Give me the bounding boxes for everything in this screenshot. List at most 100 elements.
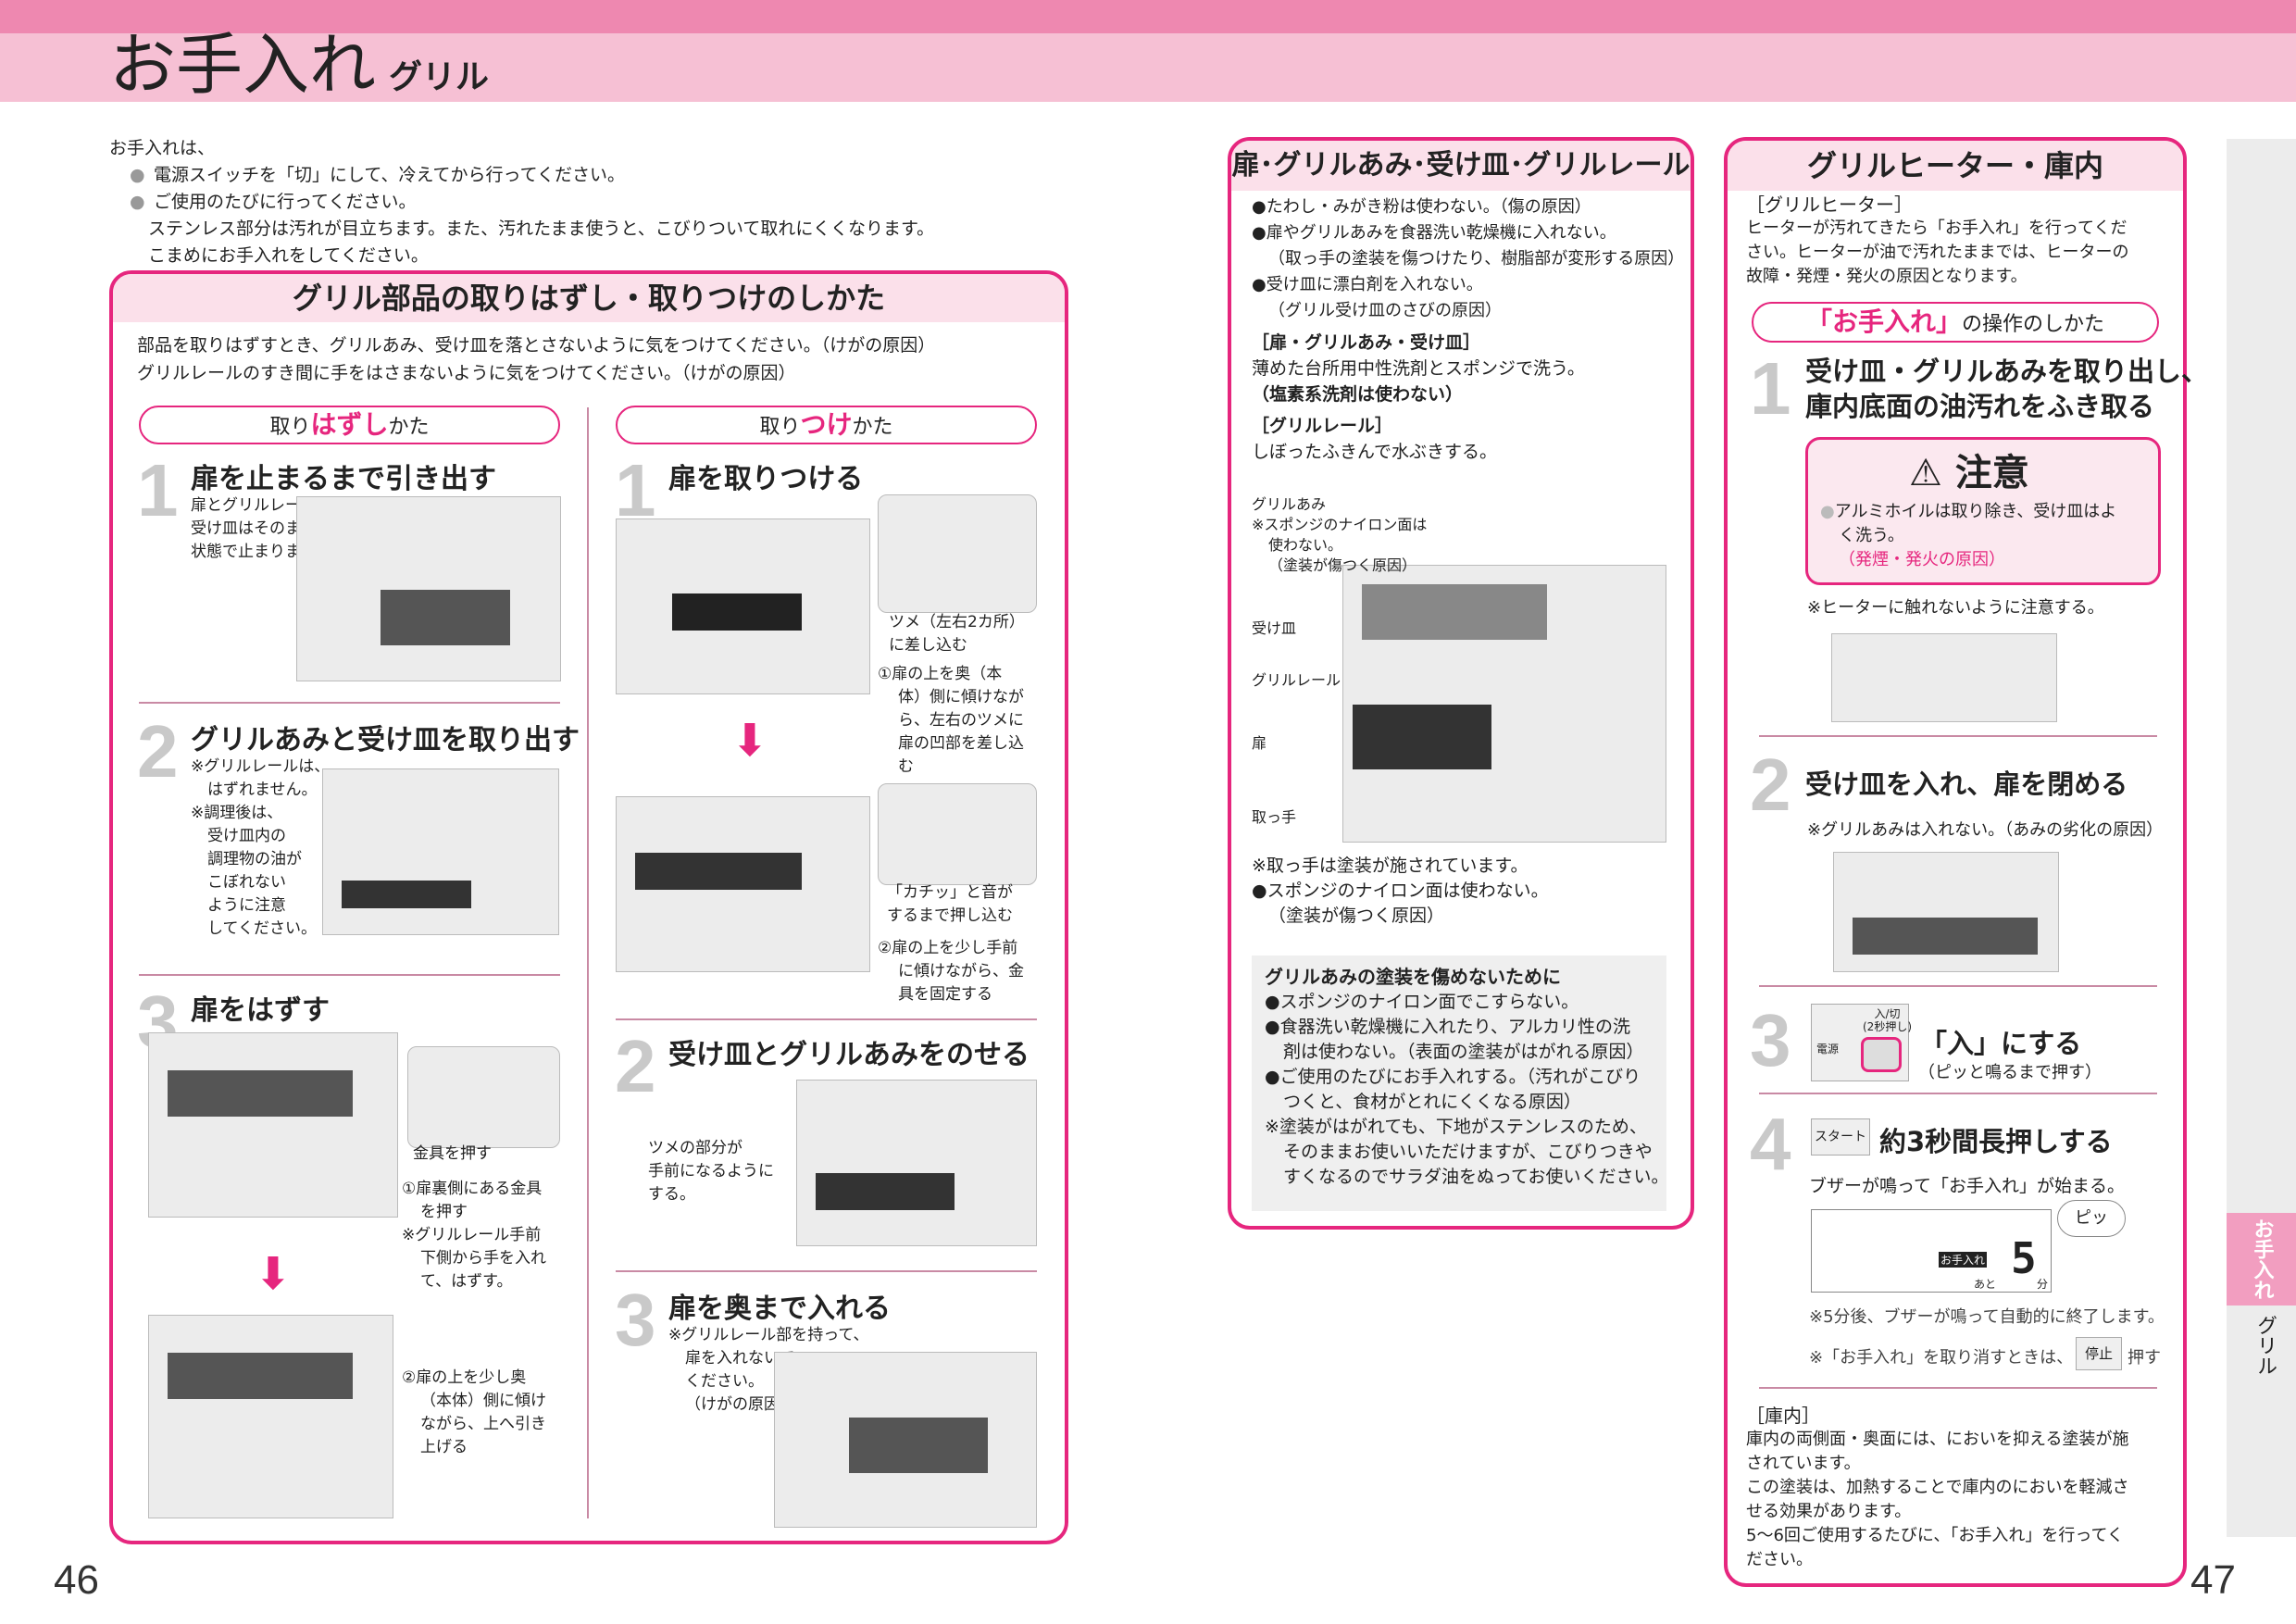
parts-section-2: ［グリルレール］ しぼったふきんで水ぶきする。 bbox=[1252, 416, 1498, 462]
label-grill-net: グリルあみ ※スポンジのナイロン面は 使わない。 （塗装が傷つく原因） bbox=[1252, 495, 1428, 574]
illustration-bracket-inset bbox=[407, 1046, 560, 1148]
display-unit: 分 bbox=[2037, 1278, 2049, 1291]
divider bbox=[1759, 985, 2157, 987]
desc-line: グリルレールのすき間に手をはさまないように気をつけてください。（けがの原因） bbox=[137, 363, 796, 383]
operation-pill: 「お手入れ」の操作のしかた bbox=[1752, 302, 2159, 343]
illustration-lift-door bbox=[148, 1315, 393, 1518]
page-title: お手入れグリル bbox=[109, 26, 490, 104]
heater-text: ［グリルヒーター］ ヒーターが汚れてきたら「お手入れ」を行ってくだ さい。ヒータ… bbox=[1746, 194, 2129, 286]
step-note: ※グリルレール部を持って、 扉を入れないで ください。 （けがの原因） bbox=[668, 1326, 869, 1414]
intro-note: ステンレス部分は汚れが目立ちます。また、汚れたまま使うと、こびりついて取れにくく… bbox=[148, 219, 935, 239]
step-title: 扉を奥まで入れる bbox=[668, 1293, 891, 1325]
illustration-pull-door bbox=[296, 496, 561, 681]
attach-pill: 取りつけかた bbox=[616, 406, 1037, 444]
heater-care-title: グリルヒーター・庫内 bbox=[1728, 141, 2183, 191]
step-title: 扉を取りつける bbox=[668, 463, 864, 495]
illustration-grill-parts bbox=[1342, 565, 1666, 843]
illustration-place-grill bbox=[796, 1080, 1037, 1246]
heater-note: ※ヒーターに触れないように注意する。 bbox=[1807, 598, 2104, 618]
desc-line: 部品を取りはずすとき、グリルあみ、受け皿を落とさないように気をつけてください。（… bbox=[137, 335, 936, 356]
cancel-note: ※「お手入れ」を取り消すときは、 bbox=[1809, 1348, 2074, 1368]
stop-button[interactable]: 停止 bbox=[2076, 1337, 2122, 1370]
divider bbox=[1759, 1093, 2157, 1094]
step-note: ②扉の上を少し手前 に傾けながら、金 具を固定する bbox=[878, 939, 1024, 1004]
removal-box-desc: 部品を取りはずすとき、グリルあみ、受け皿を落とさないように気をつけてください。（… bbox=[137, 331, 935, 387]
illustration-claw-inset bbox=[878, 494, 1037, 613]
illustration-click-inset bbox=[878, 783, 1037, 885]
step-title: 扉をはずす bbox=[191, 994, 330, 1027]
intro-text: お手入れは、 ●電源スイッチを「切」にして、冷えてから行ってください。 ●ご使用… bbox=[109, 135, 1072, 269]
label-tray: 受け皿 bbox=[1252, 619, 1297, 637]
divider bbox=[139, 974, 560, 976]
intro-lead: お手入れは、 bbox=[109, 138, 216, 158]
step-number: 1 bbox=[1750, 347, 1791, 430]
step-note: ※グリルレールは、 はずれません。 ※調理後は、 受け皿内の 調理物の油が こぼ… bbox=[191, 757, 331, 938]
step-title: 扉を止まるまで引き出す bbox=[191, 463, 496, 495]
step-title: 受け皿とグリルあみをのせる bbox=[668, 1039, 1029, 1071]
illustration-push-door bbox=[774, 1352, 1037, 1528]
start-button[interactable]: スタート bbox=[1811, 1118, 1870, 1156]
auto-end-note: ※5分後、ブザーが鳴って自動的に終了します。 bbox=[1809, 1307, 2165, 1327]
divider bbox=[139, 702, 560, 704]
removal-box-title: グリル部品の取りはずし・取りつけのしかた bbox=[113, 274, 1065, 322]
divider bbox=[616, 1018, 1037, 1020]
step-number: 3 bbox=[615, 1279, 656, 1361]
inset-caption: ツメ（左右2カ所）に差し込む bbox=[889, 613, 1025, 655]
beep-bubble: ピッ bbox=[2057, 1200, 2126, 1237]
intro-note: こまめにお手入れをしてください。 bbox=[148, 245, 429, 266]
step-number: 2 bbox=[137, 710, 179, 793]
column-divider bbox=[587, 407, 589, 1518]
step-title: グリルあみと受け皿を取り出す bbox=[191, 724, 580, 756]
step-note: ①扉の上を奥（本 体）側に傾けなが ら、左右のツメに 扉の凹部を差し込 む bbox=[878, 665, 1024, 776]
caution-text: ●アルミホイルは取り除き、受け皿はよ く洗う。 （発煙・発火の原因） bbox=[1820, 502, 2117, 569]
side-tab-care[interactable]: お手入れ bbox=[2227, 1213, 2296, 1305]
parts-care-title: 扉･グリルあみ･受け皿･グリルレール bbox=[1231, 141, 1691, 191]
step-title: 「入」にする bbox=[1920, 1028, 2082, 1059]
intro-bullet: ご使用のたびに行ってください。 bbox=[154, 192, 417, 212]
divider bbox=[616, 1270, 1037, 1272]
illustration-attach-door bbox=[616, 518, 870, 694]
label-handle: 取っ手 bbox=[1252, 808, 1297, 826]
display-remaining: あと bbox=[1974, 1278, 1997, 1291]
chamber-text: ［庫内］ 庫内の両側面・奥面には、においを抑える塗装が施 されています。 この塗… bbox=[1746, 1405, 2129, 1569]
inset-caption: 「カチッ」と音がするまで押し込む bbox=[887, 883, 1013, 925]
step-title: 受け皿・グリルあみを取り出し、庫内底面の油汚れをふき取る bbox=[1805, 356, 2209, 422]
coating-care-panel bbox=[1252, 956, 1666, 1211]
step-number: 2 bbox=[1750, 743, 1791, 826]
illustration-heater bbox=[1831, 633, 2057, 722]
power-button-label: 入/切(2秒押し) bbox=[1863, 1007, 1912, 1033]
divider bbox=[1759, 1387, 2157, 1389]
down-arrow-icon: ⬇ bbox=[254, 1248, 293, 1300]
step-note: ※グリルあみは入れない。（あみの劣化の原因） bbox=[1807, 820, 2164, 840]
warning-icon: ⚠ bbox=[1909, 452, 1942, 494]
step-number: 3 bbox=[1750, 999, 1791, 1081]
illustration-door-removal bbox=[148, 1032, 398, 1218]
parts-care-bullets: ●たわし・みがき粉は使わない。（傷の原因） ●扉やグリルあみを食器洗い乾燥機に入… bbox=[1252, 197, 1685, 320]
step-note: ①扉裏側にある金具 を押す ※グリルレール手前 下側から手を入れ て、はずす。 bbox=[402, 1180, 546, 1291]
step-number: 4 bbox=[1750, 1103, 1791, 1185]
page-number-right: 47 bbox=[2190, 1557, 2236, 1603]
step-number: 2 bbox=[615, 1025, 656, 1107]
step-number: 1 bbox=[137, 449, 179, 531]
power-button[interactable] bbox=[1861, 1037, 1902, 1072]
step-note: ブザーが鳴って「お手入れ」が始まる。 bbox=[1809, 1176, 2126, 1196]
step-note: ツメの部分が手前になるようにする。 bbox=[648, 1139, 774, 1204]
intro-bullet: 電源スイッチを「切」にして、冷えてから行ってください。 bbox=[154, 165, 626, 185]
step-note: （ピッと鳴るまで押す） bbox=[1918, 1063, 2102, 1082]
step-title: 受け皿を入れ、扉を閉める bbox=[1805, 768, 2128, 800]
divider bbox=[1759, 735, 2157, 737]
caution-title: ⚠ 注意 bbox=[1909, 452, 2029, 494]
step-title: 約3秒間長押しする bbox=[1879, 1126, 2113, 1157]
side-label-grill: グリル bbox=[2253, 1315, 2277, 1376]
display-panel bbox=[1811, 1209, 2052, 1293]
caution-panel bbox=[1805, 437, 2161, 585]
step-number: 1 bbox=[615, 449, 656, 531]
step-note: ②扉の上を少し奥 （本体）側に傾け ながら、上へ引き 上げる bbox=[402, 1368, 546, 1456]
illustration-remove-tray bbox=[322, 768, 559, 935]
power-label: 電源 bbox=[1816, 1043, 1840, 1056]
parts-notes: ※取っ手は塗装が施されています。 ●スポンジのナイロン面は使わない。 （塗装が傷… bbox=[1252, 856, 1549, 926]
label-rail: グリルレール bbox=[1252, 671, 1341, 689]
display-tag: お手入れ bbox=[1939, 1252, 1988, 1268]
illustration-close-door bbox=[1833, 852, 2059, 972]
page-number-left: 46 bbox=[54, 1557, 99, 1603]
